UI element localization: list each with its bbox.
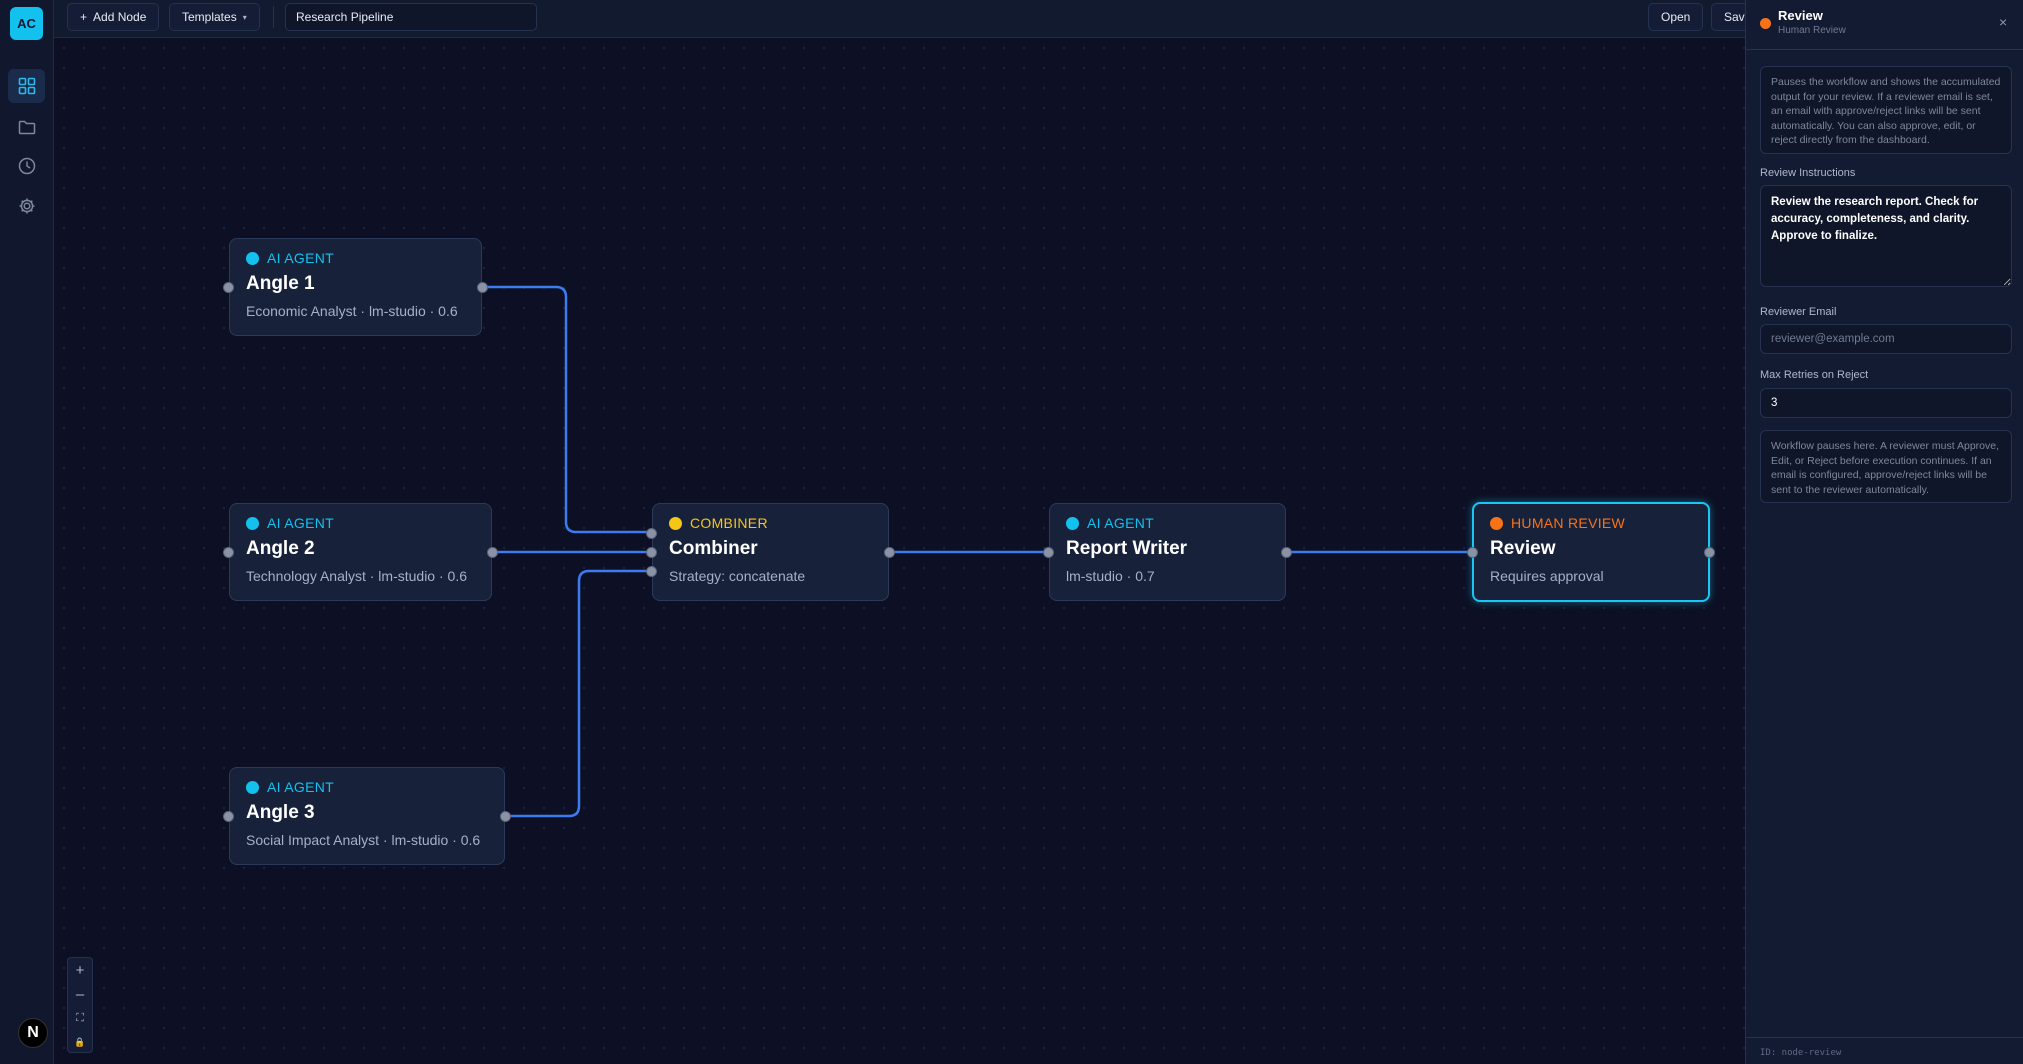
- input-handle[interactable]: [1043, 547, 1054, 558]
- sidebar-item-files[interactable]: [8, 110, 45, 144]
- node-title: Angle 1: [246, 273, 315, 294]
- add-node-button[interactable]: + Add Node: [67, 3, 160, 31]
- chevron-down-icon: ▾: [242, 12, 247, 22]
- node-combiner[interactable]: COMBINER Combiner Strategy: concatenate: [646, 503, 895, 601]
- output-handle[interactable]: [487, 547, 498, 558]
- node-angle1[interactable]: AI AGENT Angle 1 Economic Analyst · lm-s…: [223, 238, 488, 336]
- sidebar-item-workflows[interactable]: [8, 69, 45, 103]
- add-node-label: Add Node: [93, 10, 147, 24]
- max-retries-field[interactable]: [1760, 388, 2012, 418]
- workflow-canvas[interactable]: [54, 38, 1745, 1064]
- folder-icon: [18, 120, 35, 135]
- input-handle-1[interactable]: [646, 528, 657, 539]
- node-title: Angle 2: [246, 538, 315, 559]
- agent-dot-icon: [1066, 516, 1079, 530]
- sidebar-item-settings[interactable]: [8, 189, 45, 223]
- node-id-label: ID: node-review: [1760, 1048, 1842, 1058]
- output-handle[interactable]: [500, 811, 511, 822]
- node-angle3[interactable]: AI AGENT Angle 3 Social Impact Analyst ·…: [223, 767, 511, 865]
- panel-header: Review Human Review ×: [1746, 0, 2023, 50]
- toolbar: + Add Node Templates ▾ Open Sav: [54, 0, 1745, 38]
- input-handle[interactable]: [1467, 547, 1478, 558]
- instructions-label: Review Instructions: [1760, 167, 1856, 179]
- plus-icon: +: [80, 10, 88, 24]
- node-subtitle: Social Impact Analyst · lm-studio · 0.6: [246, 832, 481, 848]
- email-label: Reviewer Email: [1760, 306, 1837, 318]
- human-review-dot-icon: [1490, 516, 1503, 530]
- node-type-label: AI AGENT: [1087, 515, 1154, 531]
- sidebar-item-history[interactable]: [8, 149, 45, 183]
- node-subtitle: Economic Analyst · lm-studio · 0.6: [246, 303, 458, 319]
- output-handle[interactable]: [477, 282, 488, 293]
- save-button[interactable]: Sav: [1711, 3, 1745, 31]
- input-handle[interactable]: [223, 811, 234, 822]
- panel-footer: ID: node-review: [1746, 1037, 2023, 1064]
- zoom-controls: + – ⛶ 🔒: [67, 957, 93, 1053]
- node-type-label: AI AGENT: [267, 779, 334, 795]
- node-type-row: AI AGENT: [246, 778, 488, 796]
- input-handle-3[interactable]: [646, 566, 657, 577]
- app-logo[interactable]: AC: [10, 7, 43, 40]
- node-type-label: AI AGENT: [267, 515, 334, 531]
- input-handle-2[interactable]: [646, 547, 657, 558]
- node-type-row: AI AGENT: [246, 514, 475, 532]
- node-type-label: COMBINER: [690, 515, 768, 531]
- combiner-dot-icon: [669, 516, 682, 530]
- node-title: Report Writer: [1066, 538, 1188, 559]
- fit-view-button[interactable]: ⛶: [76, 1011, 84, 1024]
- review-instructions-field[interactable]: Review the research report. Check for ac…: [1760, 185, 2012, 287]
- open-button[interactable]: Open: [1648, 3, 1704, 31]
- templates-dropdown[interactable]: Templates ▾: [169, 3, 260, 31]
- input-handle[interactable]: [223, 547, 234, 558]
- node-type-label: HUMAN REVIEW: [1511, 515, 1626, 531]
- agent-dot-icon: [246, 780, 259, 794]
- output-handle[interactable]: [1281, 547, 1292, 558]
- agent-dot-icon: [246, 251, 259, 265]
- node-type-label: AI AGENT: [267, 250, 334, 266]
- lock-button[interactable]: 🔒: [74, 1036, 86, 1047]
- output-handle[interactable]: [1704, 547, 1715, 558]
- node-subtitle: Strategy: concatenate: [669, 568, 806, 584]
- node-type-row: HUMAN REVIEW: [1490, 514, 1692, 532]
- grid-icon: [18, 77, 35, 95]
- next-badge[interactable]: N: [18, 1018, 48, 1048]
- node-type-row: AI AGENT: [246, 249, 465, 267]
- pause-note: Workflow pauses here. A reviewer must Ap…: [1760, 430, 2012, 503]
- node-subtitle: lm-studio · 0.7: [1066, 568, 1155, 584]
- node-review[interactable]: HUMAN REVIEW Review Requires approval: [1467, 502, 1715, 602]
- node-title: Review: [1490, 538, 1556, 559]
- node-angle2[interactable]: AI AGENT Angle 2 Technology Analyst · lm…: [223, 503, 498, 601]
- zoom-out-button[interactable]: –: [75, 985, 85, 1003]
- human-review-dot-icon: [1760, 18, 1771, 29]
- open-label: Open: [1661, 10, 1691, 24]
- panel-subtitle: Human Review: [1778, 25, 1846, 36]
- panel-title: Review: [1778, 8, 1823, 23]
- toolbar-divider: [273, 6, 274, 28]
- zoom-in-button[interactable]: +: [75, 961, 85, 979]
- node-title: Combiner: [669, 538, 758, 559]
- reviewer-email-field[interactable]: [1760, 324, 2012, 354]
- agent-dot-icon: [246, 516, 259, 530]
- save-label: Sav: [1724, 10, 1745, 24]
- left-sidebar: AC N: [0, 0, 54, 1064]
- templates-label: Templates: [182, 10, 237, 24]
- node-type-row: COMBINER: [669, 514, 872, 532]
- node-config-panel: Review Human Review × Pauses the workflo…: [1745, 0, 2023, 1064]
- clock-icon: [18, 157, 35, 175]
- gear-icon: [19, 198, 34, 214]
- node-subtitle: Requires approval: [1490, 568, 1604, 584]
- node-subtitle: Technology Analyst · lm-studio · 0.6: [246, 568, 467, 584]
- workflow-name-input[interactable]: [285, 3, 537, 31]
- close-icon[interactable]: ×: [1999, 14, 2008, 30]
- node-type-row: AI AGENT: [1066, 514, 1269, 532]
- output-handle[interactable]: [884, 547, 895, 558]
- node-description: Pauses the workflow and shows the accumu…: [1760, 66, 2012, 154]
- input-handle[interactable]: [223, 282, 234, 293]
- retries-label: Max Retries on Reject: [1760, 369, 1869, 381]
- node-report-writer[interactable]: AI AGENT Report Writer lm-studio · 0.7: [1043, 503, 1292, 601]
- node-title: Angle 3: [246, 802, 315, 823]
